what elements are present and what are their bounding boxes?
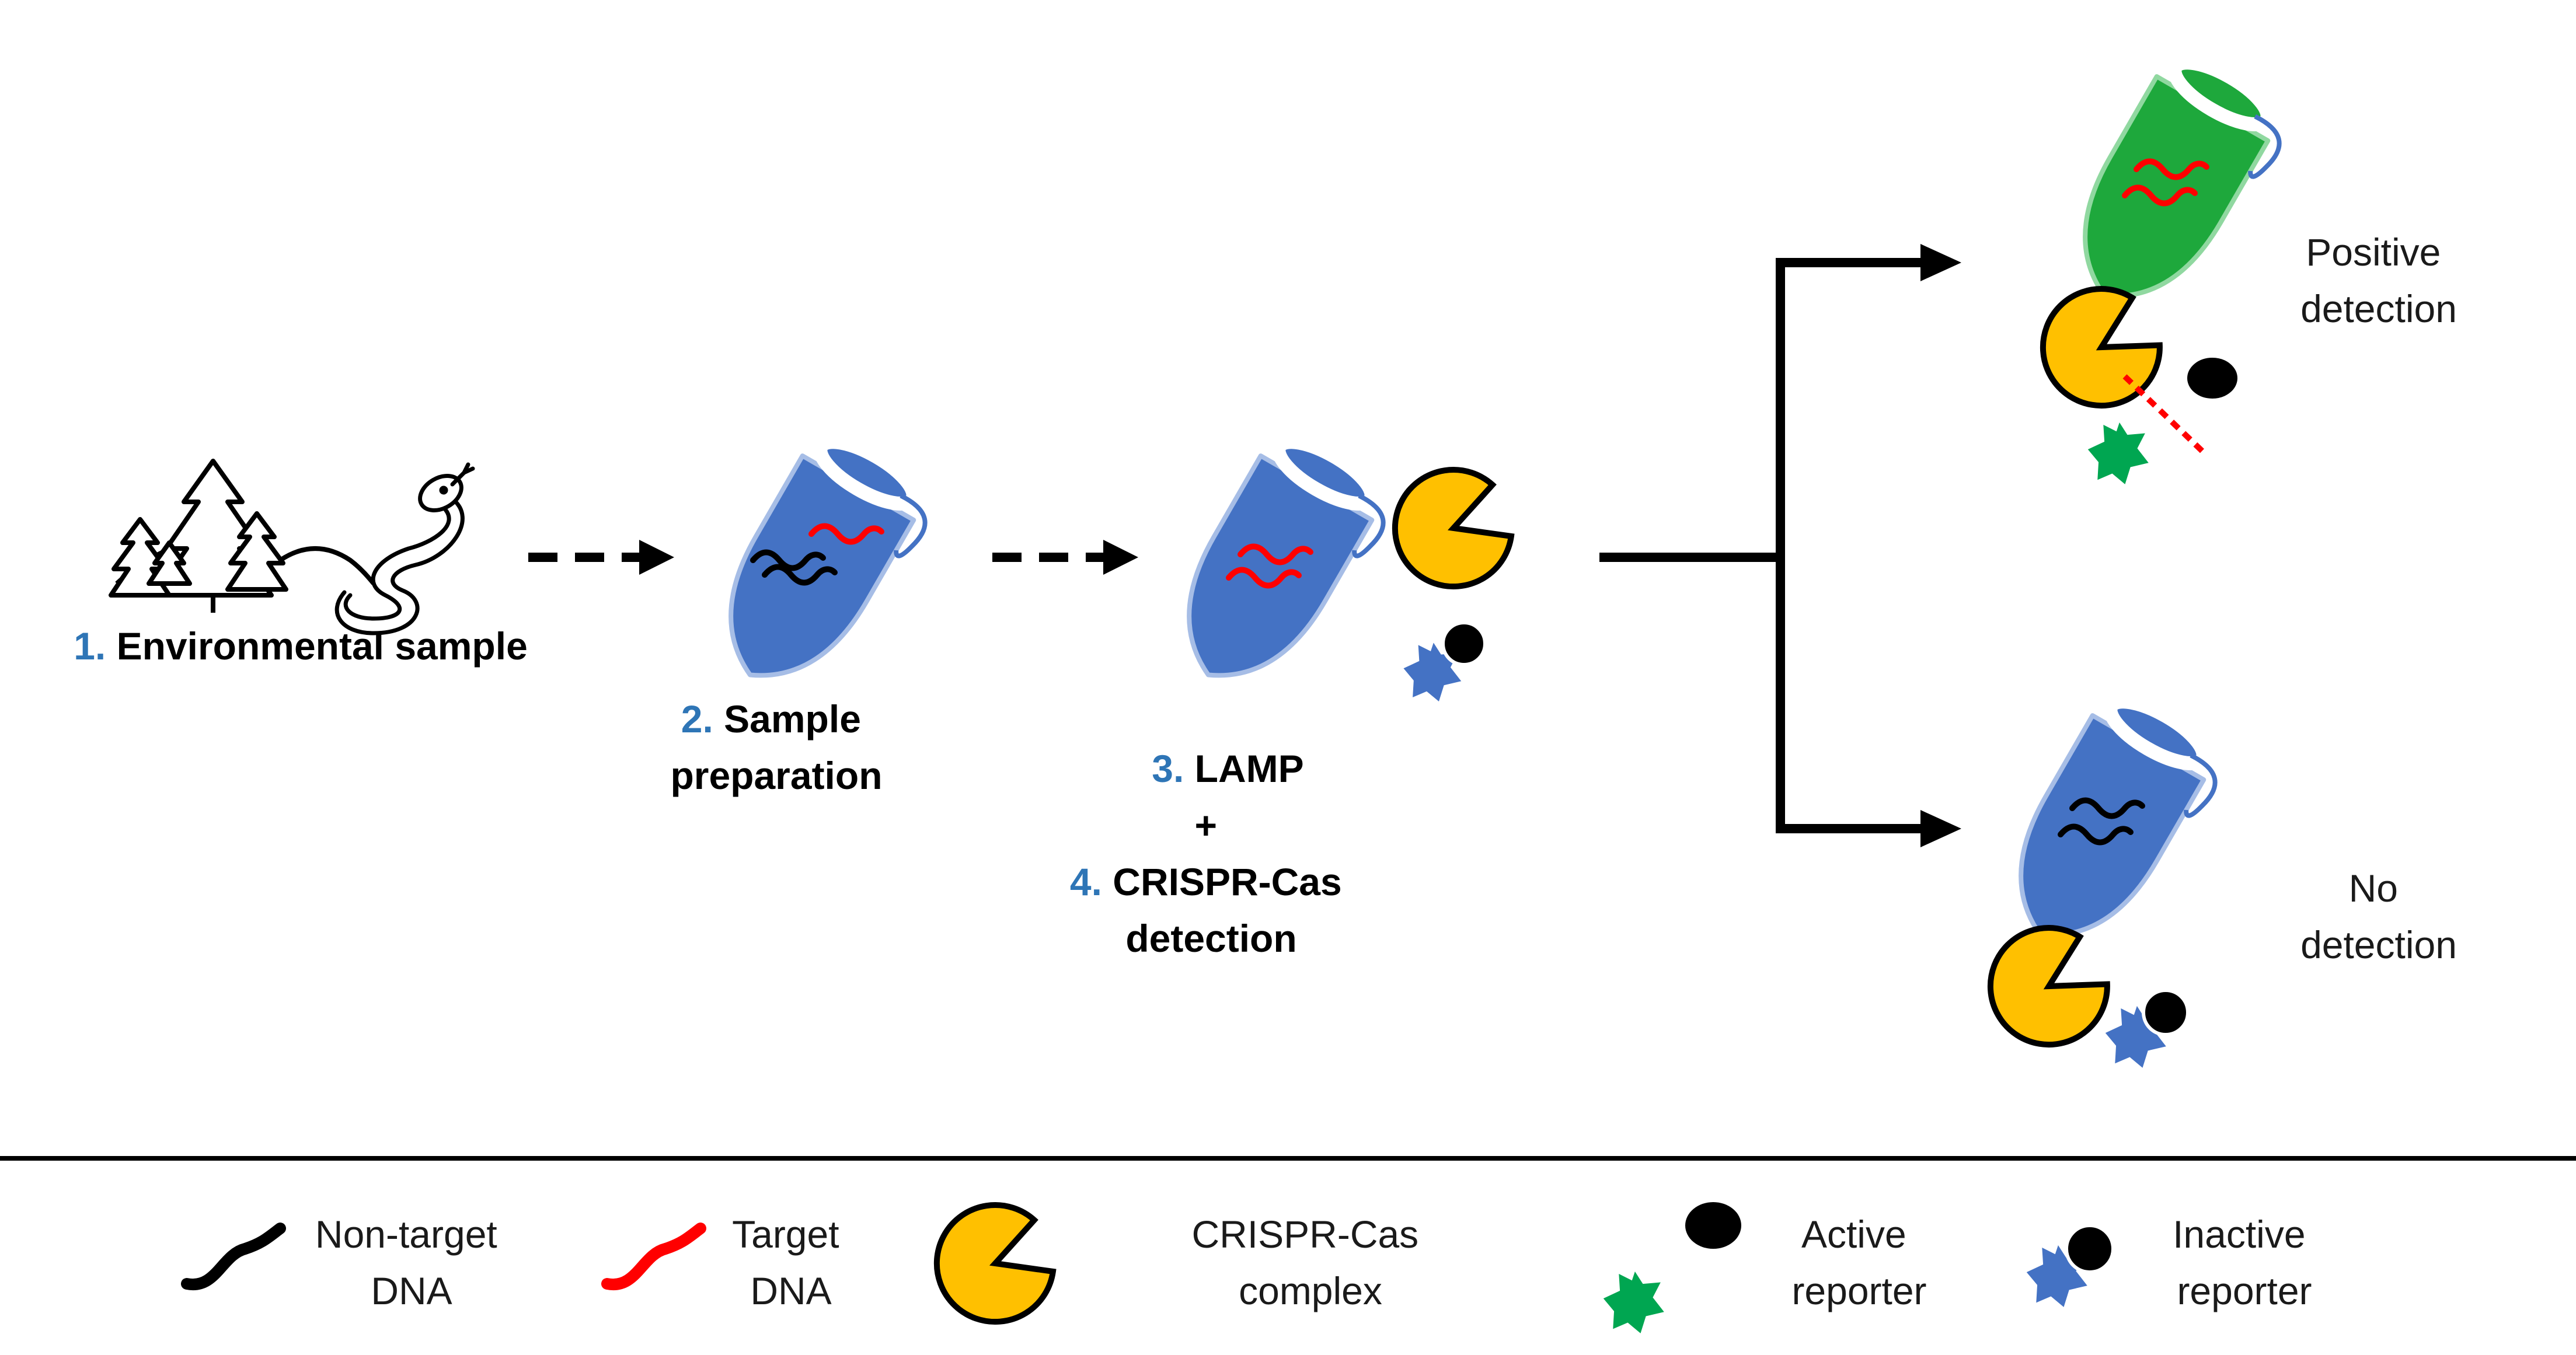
- legend-inactive-line2: reporter: [2177, 1269, 2312, 1312]
- reporter-quencher: [2184, 354, 2241, 402]
- cleavage-line: [2122, 374, 2209, 458]
- reporter-icon: [1401, 621, 1487, 704]
- step2-line2: preparation: [670, 754, 882, 797]
- negative-label: No detection: [2300, 867, 2457, 966]
- legend-complex-line1: CRISPR-Cas: [1191, 1213, 1418, 1256]
- legend-target-line2: DNA: [750, 1269, 831, 1312]
- legend-inactive-reporter-icon: [2024, 1224, 2115, 1310]
- step4-line2: detection: [1125, 917, 1296, 960]
- step4-line1: CRISPR-Cas: [1113, 860, 1341, 903]
- tube-icon-step3: [1153, 424, 1402, 714]
- legend-target-dna-icon: [601, 1223, 706, 1291]
- step4-number: 4.: [1070, 860, 1102, 903]
- legend-complex-line2: complex: [1239, 1269, 1382, 1312]
- legend-non-target: Non-target DNA: [315, 1213, 508, 1312]
- reporter-icon-negative: [2103, 989, 2190, 1071]
- legend-target-line1: Target: [732, 1213, 839, 1256]
- step2-line1: Sample: [724, 697, 861, 741]
- legend-active: Active reporter: [1791, 1213, 1926, 1312]
- cas-complex-icon-negative: [1969, 910, 2122, 1066]
- legend-non-target-dna-icon: [181, 1223, 286, 1291]
- star-icon-active: [2085, 418, 2152, 487]
- legend-active-reporter-icon: [1601, 1202, 1741, 1336]
- legend-cas-complex-icon: [921, 1191, 1064, 1338]
- legend-non-target-line2: DNA: [371, 1269, 452, 1312]
- step1-number: 1.: [74, 624, 106, 668]
- step3-text: LAMP: [1195, 747, 1303, 790]
- step3-plus: +: [1195, 804, 1218, 847]
- legend-complex: CRISPR-Cas complex: [1191, 1213, 1429, 1312]
- positive-line2: detection: [2300, 287, 2457, 330]
- step2-number: 2.: [681, 697, 713, 741]
- tube-icon-positive: [2049, 45, 2298, 334]
- forest-icon: [109, 459, 376, 613]
- legend-active-line1: Active: [1801, 1213, 1906, 1256]
- dashed-arrow-1: [528, 540, 674, 575]
- step2-label: 2. Sample preparation: [670, 697, 882, 797]
- negative-line2: detection: [2300, 923, 2457, 966]
- step1-label: 1. Environmental sample: [74, 624, 528, 668]
- tube-icon: [688, 421, 944, 714]
- legend-non-target-line1: Non-target: [315, 1213, 497, 1256]
- legend-inactive: Inactive reporter: [2173, 1213, 2316, 1312]
- legend-target: Target DNA: [732, 1213, 850, 1312]
- step3-number: 3.: [1152, 747, 1184, 790]
- step3-label: 3. LAMP + 4. CRISPR-Cas detection: [1070, 747, 1353, 960]
- snake-icon: [334, 462, 475, 635]
- positive-line1: Positive: [2306, 231, 2441, 274]
- positive-label: Positive detection: [2300, 231, 2457, 330]
- tube-icon-negative: [1985, 684, 2234, 973]
- legend-inactive-line1: Inactive: [2173, 1213, 2305, 1256]
- negative-line1: No: [2349, 867, 2398, 910]
- legend-active-line2: reporter: [1791, 1269, 1926, 1312]
- cas-complex-icon: [1379, 456, 1522, 603]
- branch-connector: [1599, 244, 1961, 847]
- dashed-arrow-2: [992, 540, 1138, 575]
- step1-text: Environmental sample: [117, 624, 528, 668]
